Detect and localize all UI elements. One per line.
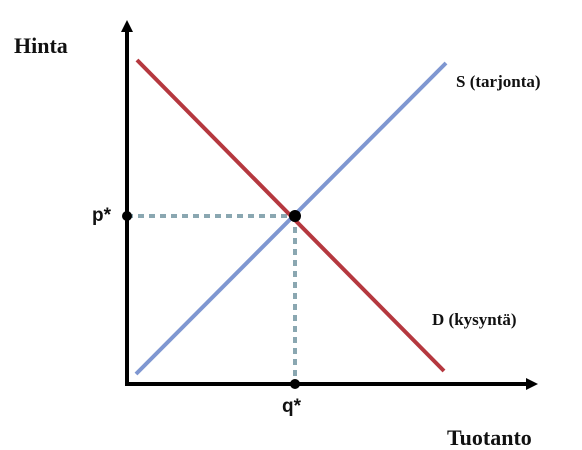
supply-label: S (tarjonta) <box>456 72 541 91</box>
equilibrium-price-label: p* <box>92 205 112 226</box>
equilibrium-point <box>289 210 301 222</box>
quantity-axis-point <box>290 379 300 389</box>
equilibrium-quantity-label: q* <box>282 396 302 417</box>
x-axis-label: Tuotanto <box>447 425 532 450</box>
demand-label: D (kysyntä) <box>432 310 517 329</box>
price-axis-point <box>122 211 132 221</box>
y-axis-label: Hinta <box>14 33 68 58</box>
